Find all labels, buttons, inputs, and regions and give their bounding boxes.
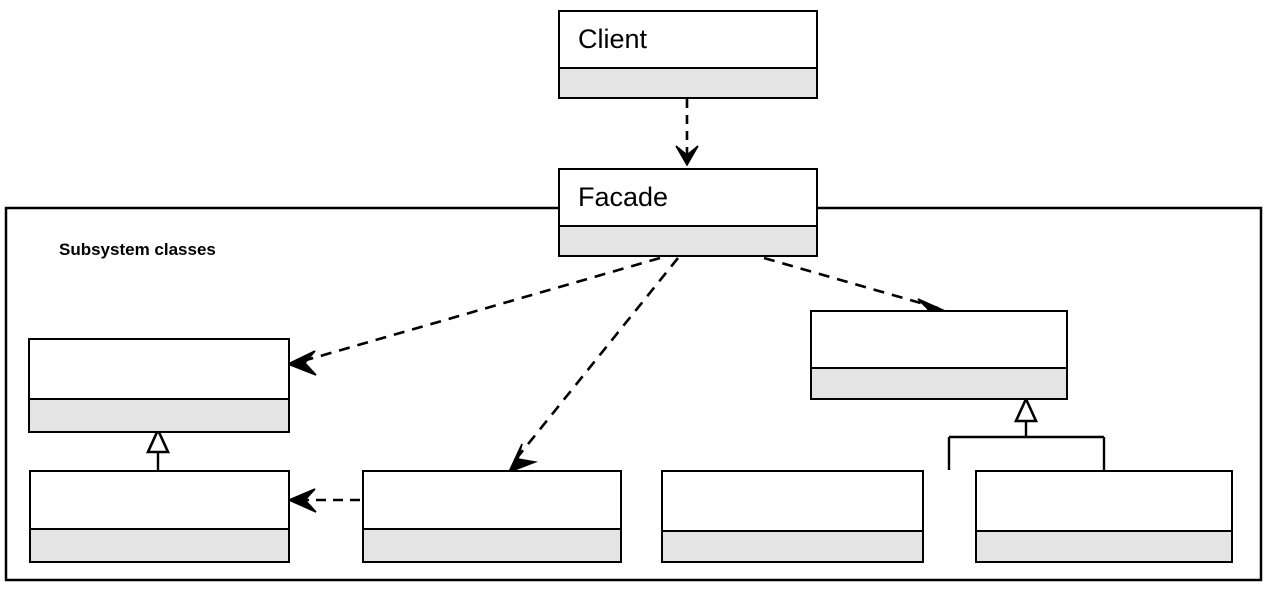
uml-class-subsystem-bottom-3-members-compartment bbox=[663, 532, 922, 561]
uml-class-subsystem-right-top-name-compartment bbox=[812, 312, 1066, 369]
connector-facade-to-left-subsystem bbox=[286, 256, 661, 376]
subsystem-boundary-label: Subsystem classes bbox=[59, 240, 216, 259]
uml-class-facade-name-compartment: Facade bbox=[560, 170, 816, 227]
connector-bottom2-depends-bottom1 bbox=[286, 488, 360, 513]
uml-class-subsystem-bottom-4-members-compartment bbox=[977, 532, 1231, 561]
uml-class-client-members-compartment bbox=[560, 69, 816, 97]
uml-class-client-name-compartment: Client bbox=[560, 12, 816, 69]
uml-class-subsystem-bottom-1-name-compartment bbox=[31, 472, 288, 530]
uml-class-subsystem-bottom-3[interactable] bbox=[661, 470, 924, 563]
uml-class-subsystem-left-top[interactable] bbox=[28, 338, 290, 433]
connector-client-to-facade bbox=[675, 99, 699, 167]
uml-class-subsystem-right-top-members-compartment bbox=[812, 369, 1066, 398]
uml-class-facade[interactable]: Facade bbox=[558, 168, 818, 257]
uml-class-subsystem-bottom-2-members-compartment bbox=[364, 530, 620, 561]
uml-class-subsystem-left-top-name-compartment bbox=[30, 340, 288, 400]
uml-class-subsystem-bottom-1[interactable] bbox=[29, 470, 290, 563]
uml-class-subsystem-bottom-4-name-compartment bbox=[977, 472, 1231, 532]
uml-class-client[interactable]: Client bbox=[558, 10, 818, 99]
uml-class-subsystem-bottom-1-members-compartment bbox=[31, 530, 288, 561]
uml-class-facade-name: Facade bbox=[578, 182, 669, 212]
uml-class-client-name: Client bbox=[578, 24, 648, 54]
uml-class-facade-members-compartment bbox=[560, 227, 816, 255]
uml-class-subsystem-left-top-members-compartment bbox=[30, 400, 288, 431]
uml-class-subsystem-bottom-4[interactable] bbox=[975, 470, 1233, 563]
uml-class-subsystem-right-top[interactable] bbox=[810, 310, 1068, 400]
uml-class-subsystem-bottom-2-name-compartment bbox=[364, 472, 620, 530]
connector-bottom1-inherits-lefttop bbox=[145, 426, 171, 470]
connector-facade-to-middle-subsystem bbox=[507, 257, 680, 474]
uml-class-subsystem-bottom-3-name-compartment bbox=[663, 472, 922, 532]
uml-class-subsystem-bottom-2[interactable] bbox=[362, 470, 622, 563]
connector-bottom-right-inheritance-tree bbox=[947, 395, 1106, 470]
